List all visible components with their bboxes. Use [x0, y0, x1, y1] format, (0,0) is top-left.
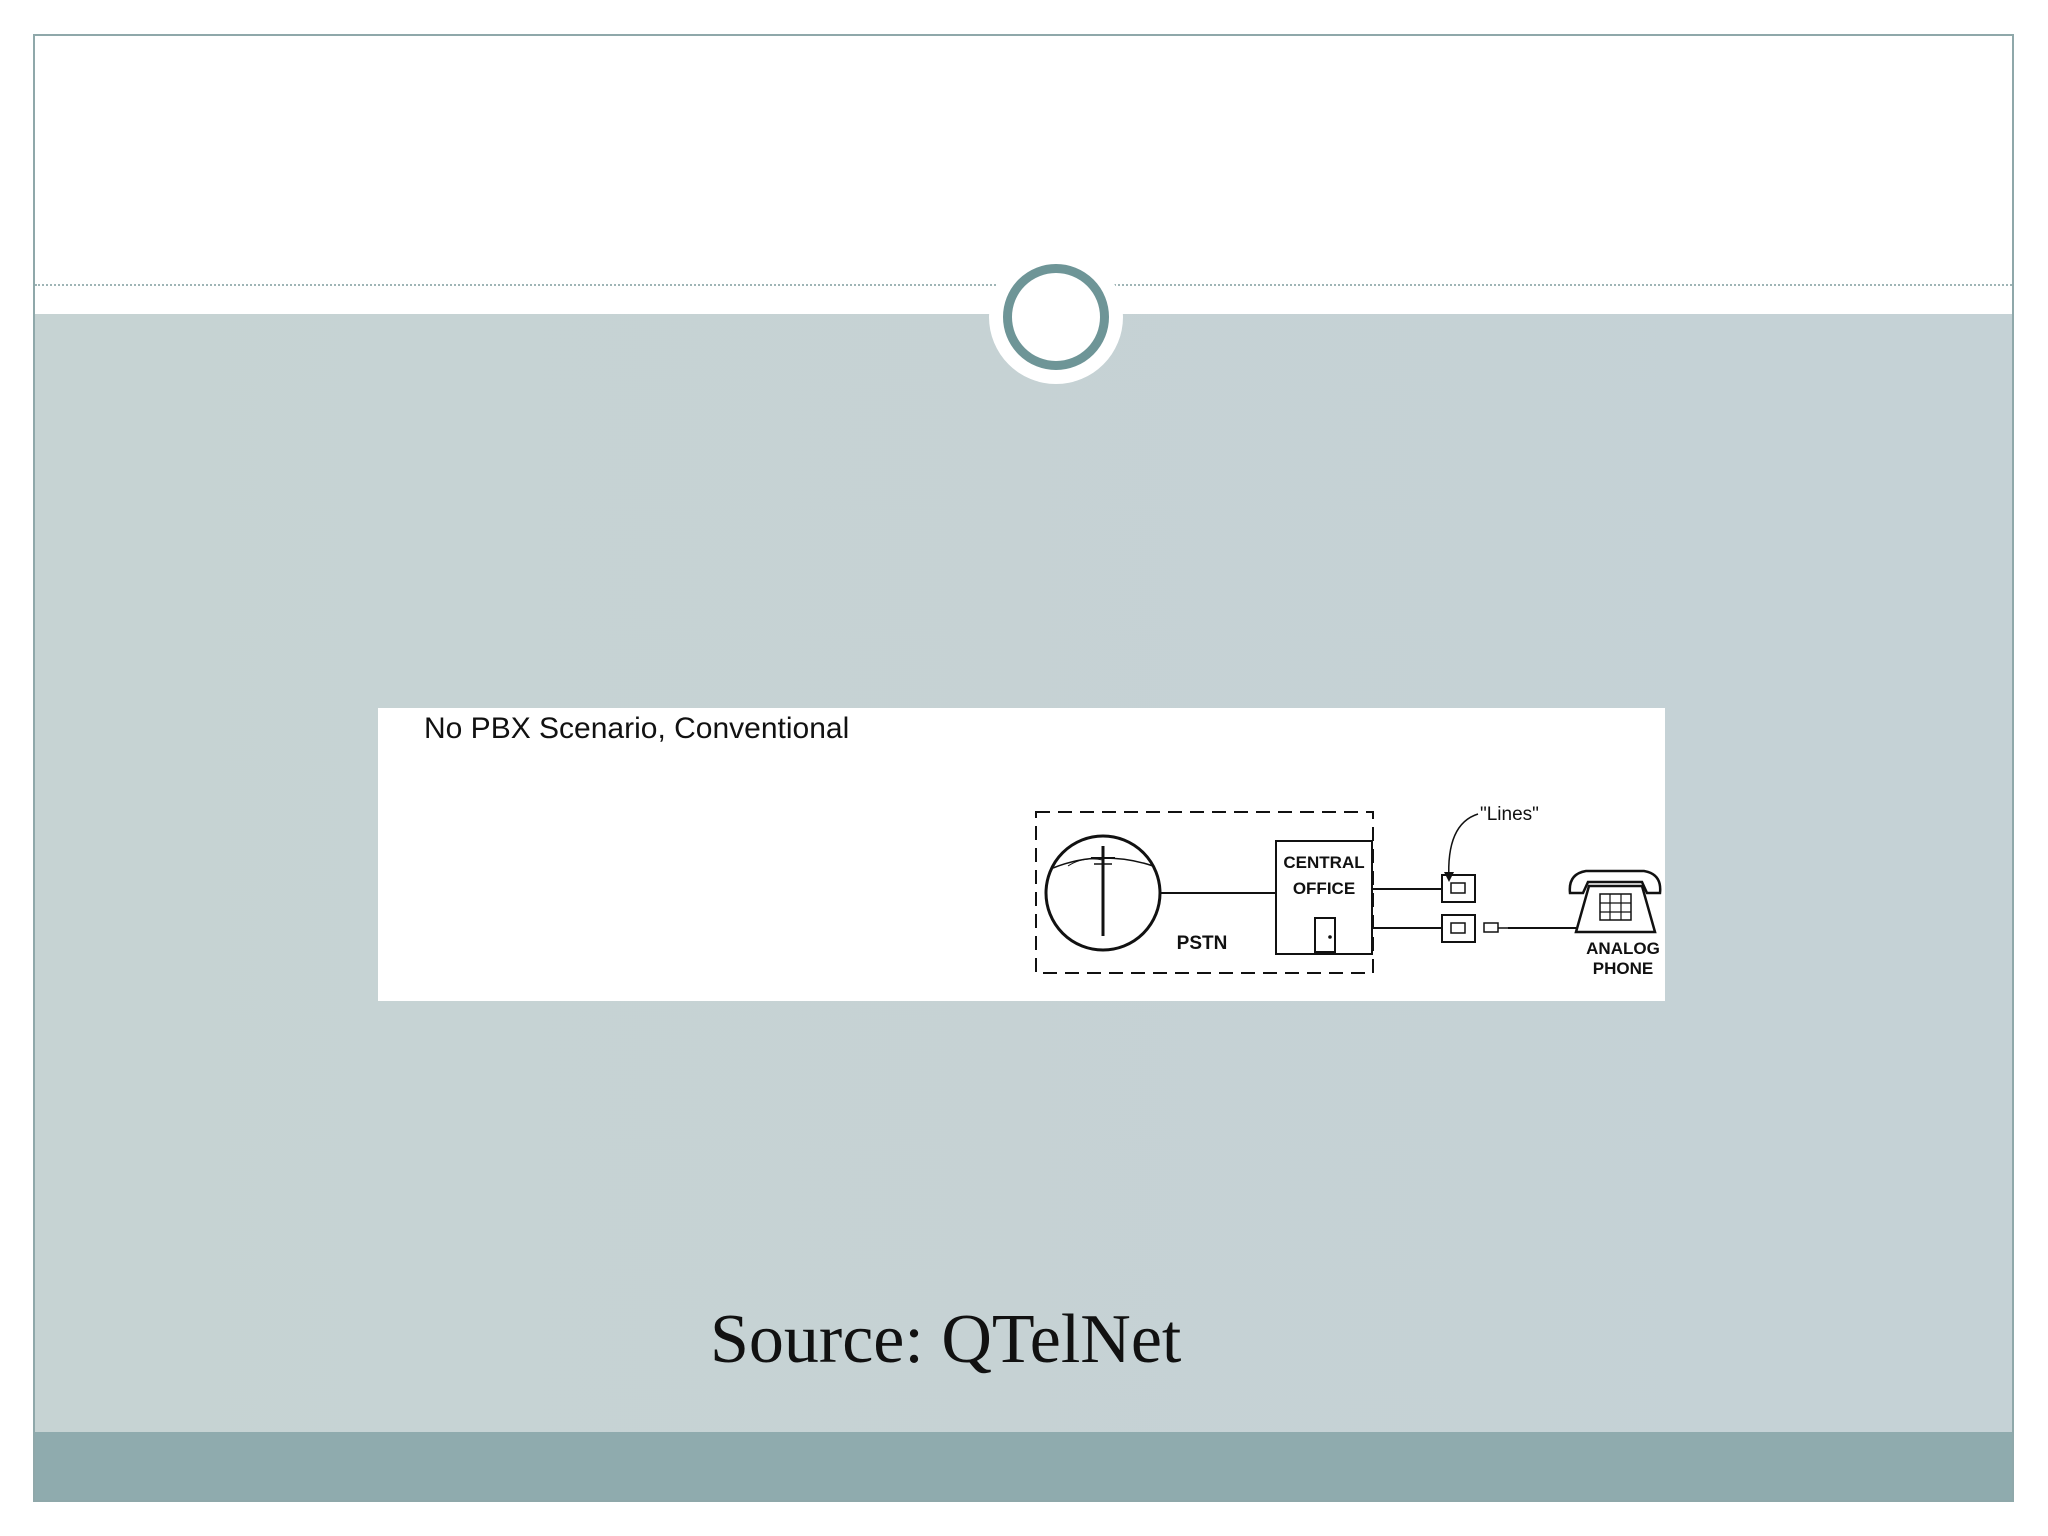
lines-label: "Lines" — [1480, 804, 1539, 825]
analog-phone-icon — [1568, 869, 1662, 934]
telephone-pole-icon — [1044, 834, 1162, 952]
analog-phone-label-1: ANALOG — [1586, 939, 1660, 958]
plug-icon — [1483, 922, 1508, 933]
footer-bar — [35, 1432, 2012, 1500]
diagram-title: No PBX Scenario, Conventional — [424, 712, 850, 745]
ring-icon — [1003, 264, 1109, 370]
wall-jack-icon — [1441, 914, 1476, 943]
source-caption: Source: QTelNet — [710, 1301, 1182, 1378]
diagram-image: No PBX Scenario, Conventional CENTRAL OF… — [378, 708, 1665, 1001]
wall-jack-icon — [1441, 874, 1476, 903]
ring-ornament — [989, 250, 1123, 384]
lines-arrow — [1448, 813, 1479, 881]
central-office-label-1: CENTRAL — [1283, 853, 1364, 872]
pstn-label: PSTN — [1177, 933, 1228, 954]
network-diagram: CENTRAL OFFICE PSTN — [1035, 804, 1662, 978]
pstn-boundary — [1035, 811, 1374, 974]
analog-phone-label-2: PHONE — [1593, 959, 1653, 978]
slide: No PBX Scenario, Conventional CENTRAL OF… — [33, 34, 2014, 1502]
central-office-label-2: OFFICE — [1293, 879, 1355, 898]
door-icon — [1314, 917, 1336, 953]
